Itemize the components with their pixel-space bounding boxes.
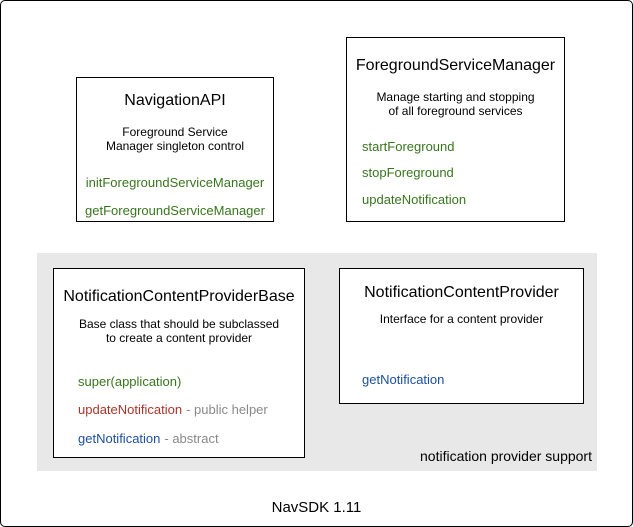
class-description: Base class that should be subclassed to … bbox=[78, 317, 280, 345]
method-label: updateNotification- public helper bbox=[78, 402, 268, 418]
method-name: getNotification bbox=[78, 431, 161, 446]
method-label: getNotification bbox=[362, 372, 445, 387]
class-description: Foreground Service Manager singleton con… bbox=[105, 125, 245, 153]
class-box-notification-content-provider: NotificationContentProvider Interface fo… bbox=[339, 268, 584, 404]
class-description: Manage starting and stopping of all fore… bbox=[376, 90, 535, 118]
method-label: stopForeground bbox=[362, 165, 454, 180]
method-annotation: - public helper bbox=[186, 402, 268, 417]
method-label: updateNotification bbox=[362, 192, 467, 207]
class-title: NotificationContentProvider bbox=[364, 284, 559, 301]
class-description: Interface for a content provider bbox=[379, 312, 544, 326]
class-title: NotificationContentProviderBase bbox=[63, 288, 295, 305]
class-box-navigation-api: NavigationAPI Foreground Service Manager… bbox=[76, 77, 274, 222]
method-label: getNotification- abstract bbox=[78, 431, 219, 447]
class-box-foreground-service-manager: ForegroundServiceManager Manage starting… bbox=[346, 37, 565, 222]
group-label: notification provider support bbox=[420, 448, 592, 464]
method-name: super(application) bbox=[78, 374, 182, 389]
class-title: NavigationAPI bbox=[124, 92, 226, 109]
class-title: ForegroundServiceManager bbox=[355, 57, 556, 74]
method-label: initForegroundServiceManager bbox=[85, 175, 265, 190]
method-label: super(application) bbox=[78, 374, 181, 390]
class-box-notification-content-provider-base: NotificationContentProviderBase Base cla… bbox=[53, 268, 305, 458]
method-annotation: - abstract bbox=[164, 431, 219, 446]
method-label: startForeground bbox=[362, 139, 455, 154]
sdk-version-label: NavSDK 1.11 bbox=[271, 499, 362, 516]
method-name: updateNotification bbox=[78, 402, 183, 417]
method-label: getForegroundServiceManager bbox=[85, 203, 265, 218]
